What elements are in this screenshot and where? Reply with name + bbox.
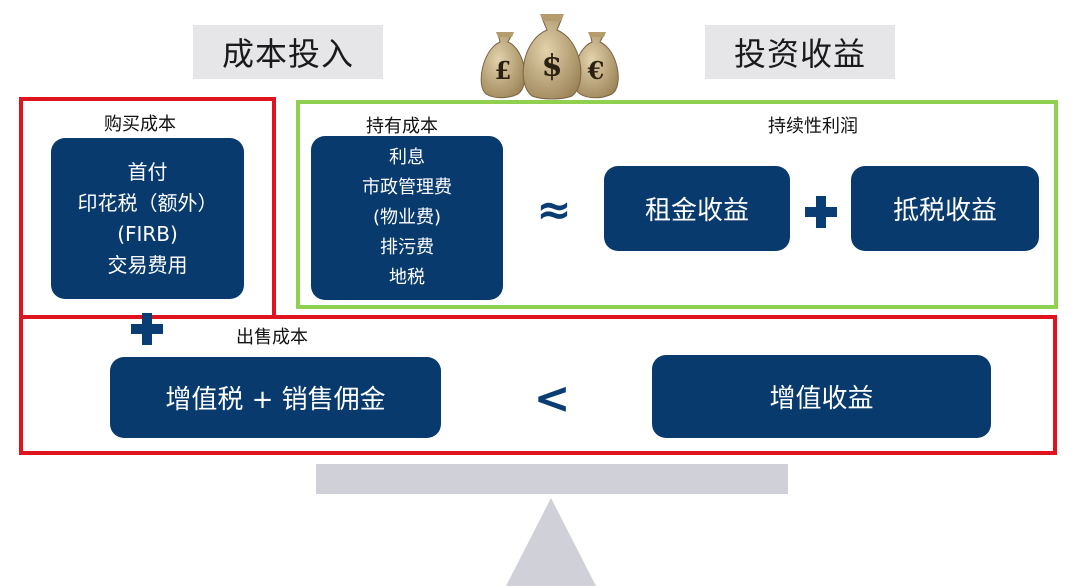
appreciation-box: 增值收益 xyxy=(652,355,991,438)
holding-item: 排污费 xyxy=(380,237,434,258)
balance-fulcrum xyxy=(506,498,596,586)
returns-heading: 投资收益 xyxy=(705,25,895,79)
purchase-item: 印花税（额外） xyxy=(77,190,218,215)
purchase-item: (FIRB) xyxy=(117,221,178,246)
holding-item: 地税 xyxy=(389,267,425,288)
purchase-item: 首付 xyxy=(127,159,168,184)
cost-heading: 成本投入 xyxy=(193,25,383,79)
plus-icon xyxy=(131,313,163,345)
purchase-item: 交易费用 xyxy=(107,252,188,277)
money-bags-icon: £ € $ xyxy=(480,14,619,100)
sale-cost-label: 出售成本 xyxy=(236,327,308,348)
purchase-cost-label: 购买成本 xyxy=(104,114,176,135)
holding-item: (物业费) xyxy=(372,207,442,228)
cost-heading-text: 成本投入 xyxy=(221,35,354,73)
purchase-cost-box: 首付 印花税（额外） (FIRB) 交易费用 xyxy=(51,138,244,299)
sustained-profit-label: 持续性利润 xyxy=(768,116,858,137)
pound-bag-icon: £ xyxy=(480,32,526,99)
less-than-operator: < xyxy=(533,372,571,424)
dollar-symbol: $ xyxy=(542,49,563,84)
approx-operator: ≈ xyxy=(536,184,572,234)
purchase-cost-frame xyxy=(19,97,276,319)
plus-icon xyxy=(805,196,837,228)
tax-benefit-box: 抵税收益 xyxy=(851,166,1039,251)
euro-symbol: € xyxy=(587,56,605,85)
sale-cost-text: 增值税 + 销售佣金 xyxy=(165,385,386,415)
euro-bag-icon: € xyxy=(573,32,619,99)
holding-profit-frame xyxy=(296,100,1058,309)
tax-benefit-text: 抵税收益 xyxy=(892,196,997,226)
holding-item: 市政管理费 xyxy=(362,177,452,198)
dollar-bag-icon: $ xyxy=(522,14,582,100)
appreciation-text: 增值收益 xyxy=(769,384,874,414)
holding-cost-box: 利息 市政管理费 (物业费) 排污费 地税 xyxy=(311,136,503,300)
sale-cost-box: 增值税 + 销售佣金 xyxy=(110,357,441,438)
holding-item: 利息 xyxy=(389,147,425,168)
sale-cost-frame xyxy=(19,315,1057,455)
holding-cost-label: 持有成本 xyxy=(366,116,438,137)
pound-symbol: £ xyxy=(495,56,512,85)
balance-beam xyxy=(316,464,788,494)
balance-scale-icon xyxy=(316,464,788,586)
rent-income-box: 租金收益 xyxy=(604,166,790,251)
rent-income-text: 租金收益 xyxy=(644,196,749,226)
returns-heading-text: 投资收益 xyxy=(733,35,866,73)
